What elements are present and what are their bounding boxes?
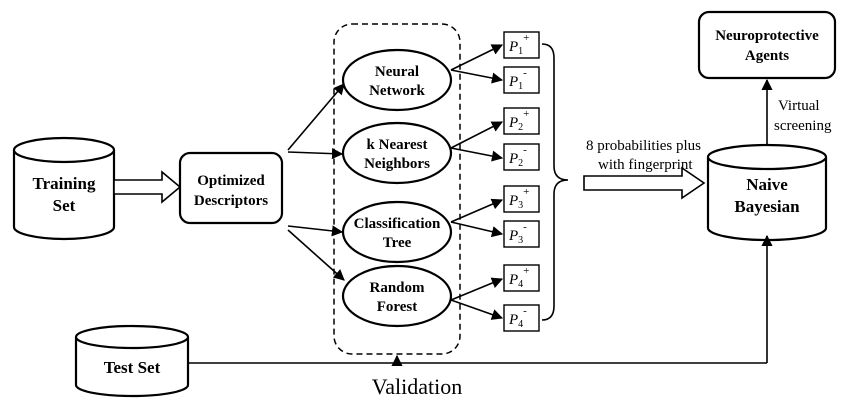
probability-box: P2+ <box>503 107 540 135</box>
ct-to-p3plus-arrow <box>450 198 504 223</box>
validation-label: Validation <box>372 374 462 399</box>
ct-to-p3minus-arrow <box>450 221 504 238</box>
probability-label: P4- <box>508 305 527 330</box>
naive-bayesian-label-line1: Naive <box>746 175 788 194</box>
probability-box: P3- <box>503 220 540 248</box>
classifier-group-container <box>333 23 461 355</box>
neuroprotective-agents-label-line2: Agents <box>745 48 789 64</box>
knn-label-line1: k Nearest <box>367 137 428 153</box>
probability-label: P4+ <box>508 265 529 290</box>
naive-bayesian-label-line2: Bayesian <box>734 197 800 216</box>
probability-box: P2- <box>503 143 540 171</box>
virtual-screening-label-line1: Virtual <box>778 98 820 114</box>
neural-network-label-line1: Neural <box>375 64 419 80</box>
probabilities-note-line2: with fingerprint <box>598 157 693 173</box>
neural-network-node: Neural Network <box>341 48 453 112</box>
test-set-cylinder: Test Set <box>74 324 190 398</box>
classification-tree-label-line2: Tree <box>383 235 412 251</box>
knn-to-p2minus-arrow <box>450 147 504 162</box>
classification-tree-label-line1: Classification <box>354 216 441 232</box>
probability-label: P2+ <box>508 108 529 133</box>
probabilities-note-line1: 8 probabilities plus <box>586 138 701 154</box>
nn-to-p1minus-arrow <box>450 69 504 84</box>
probabilities-brace <box>541 43 569 321</box>
descriptors-to-knn-arrow <box>287 148 344 160</box>
descriptors-to-nn-arrow <box>287 83 345 151</box>
random-forest-label-line1: Random <box>369 280 425 296</box>
optimized-descriptors-box: Optimized Descriptors <box>178 151 284 225</box>
nn-to-p1plus-arrow <box>450 44 504 71</box>
probability-boxes: P1+ P1- P2+ P2- P3+ P3- P4+ P4- <box>503 31 540 332</box>
virtual-screening-label-line2: screening <box>774 118 832 134</box>
probability-label: P1+ <box>508 32 529 57</box>
neuroprotective-agents-label-line1: Neuroprotective <box>715 28 819 44</box>
probability-box: P4- <box>503 304 540 332</box>
naive-bayesian-cylinder: Naive Bayesian <box>706 143 828 242</box>
test-set-label: Test Set <box>104 358 161 377</box>
random-forest-node: Random Forest <box>341 264 453 328</box>
probability-label: P1- <box>508 67 527 92</box>
descriptors-to-ct-arrow <box>287 225 344 237</box>
probability-box: P1- <box>503 66 540 94</box>
knn-node: k Nearest Neighbors <box>341 121 453 185</box>
probability-box: P4+ <box>503 264 540 292</box>
descriptors-to-rf-arrow <box>287 229 345 281</box>
neural-network-label-line2: Network <box>369 83 425 99</box>
neuroprotective-agents-box: Neuroprotective Agents <box>697 10 837 80</box>
probability-label: P3- <box>508 221 527 246</box>
optimized-descriptors-label-line2: Descriptors <box>194 193 268 209</box>
knn-to-p2plus-arrow <box>450 121 503 149</box>
optimized-descriptors-label-line1: Optimized <box>197 173 265 189</box>
rf-to-p4minus-arrow <box>450 299 504 320</box>
knn-label-line2: Neighbors <box>364 156 430 172</box>
probability-box: P3+ <box>503 185 540 213</box>
training-set-label-line1: Training <box>33 174 96 193</box>
training-set-cylinder: Training Set <box>12 136 116 241</box>
classification-tree-node: Classification Tree <box>341 200 453 264</box>
probability-box: P1+ <box>503 31 540 59</box>
random-forest-label-line2: Forest <box>377 299 418 315</box>
probability-label: P2- <box>508 144 527 169</box>
training-to-descriptors-arrow <box>113 170 182 204</box>
brace-to-bayesian-arrow <box>583 166 706 200</box>
rf-to-p4plus-arrow <box>450 277 504 301</box>
probability-label: P3+ <box>508 186 529 211</box>
training-set-label-line2: Set <box>53 196 76 215</box>
